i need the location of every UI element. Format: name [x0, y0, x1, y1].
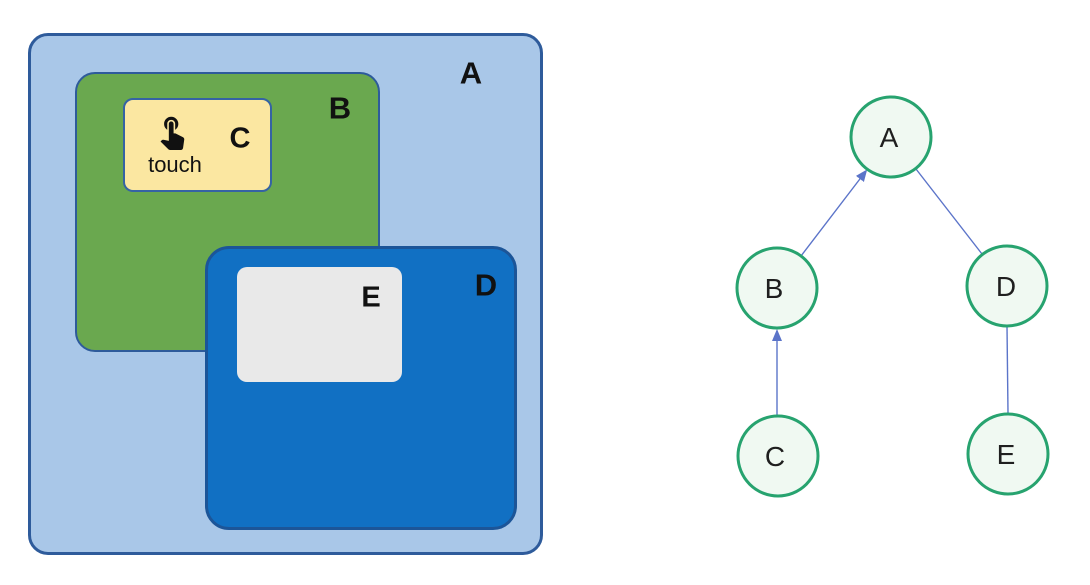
- tree-node-d-circle: [965, 244, 1049, 328]
- tree-node-c-label: C: [765, 441, 785, 472]
- tree-node-c-circle: [736, 414, 820, 498]
- tree-node-b-circle: [735, 246, 819, 330]
- box-c-label: C: [229, 122, 251, 155]
- box-d-label: D: [474, 267, 498, 303]
- tree-edge-b-to-a: [800, 169, 868, 257]
- box-e: E: [237, 267, 402, 382]
- tree-node-e-label: E: [997, 439, 1016, 470]
- tree-node-e-circle: [966, 412, 1050, 496]
- box-c: touch C: [123, 98, 272, 192]
- box-b-label: B: [328, 90, 352, 126]
- tree-node-a: A: [849, 95, 933, 179]
- box-a-label: A: [459, 55, 483, 91]
- tree-node-d: D: [965, 244, 1049, 328]
- tree-node-b: B: [735, 246, 819, 330]
- box-e-label: E: [361, 281, 381, 314]
- touch-icon: [153, 112, 191, 150]
- tree-node-a-circle: [849, 95, 933, 179]
- tree-node-b-label: B: [765, 273, 784, 304]
- tree-node-d-label: D: [996, 271, 1016, 302]
- tree-node-e: E: [966, 412, 1050, 496]
- box-c-caption: touch: [148, 152, 202, 177]
- tree-node-a-label: A: [880, 122, 899, 153]
- tree-edge-d-to-e: [1006, 325, 1009, 414]
- tree-edge-a-to-d: [915, 168, 983, 255]
- tree-node-c: C: [736, 414, 820, 498]
